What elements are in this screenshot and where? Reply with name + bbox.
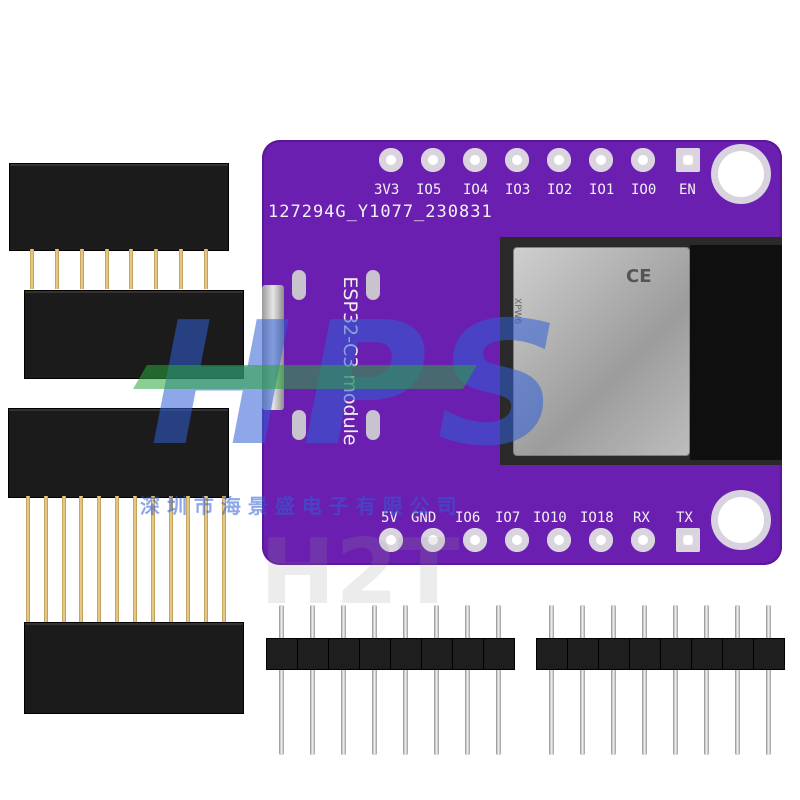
- label-rx: RX: [633, 510, 650, 526]
- pad-rx: [631, 528, 655, 552]
- label-5v: 5V: [381, 510, 398, 526]
- label-io7: IO7: [495, 510, 521, 526]
- pad-3v3: [379, 148, 403, 172]
- label-io10: IO10: [533, 510, 567, 526]
- pad-io0: [631, 148, 655, 172]
- label-tx: TX: [676, 510, 693, 526]
- female-header-1-pins: [30, 249, 208, 289]
- mounting-hole-top-right: [718, 151, 764, 197]
- label-io6: IO6: [455, 510, 481, 526]
- serial-number: 127294G_Y1077_230831: [268, 202, 493, 222]
- pad-io3: [505, 148, 529, 172]
- pad-io18: [589, 528, 613, 552]
- usb-pad-2: [366, 270, 380, 300]
- label-en: EN: [679, 182, 696, 198]
- usb-pad-1: [292, 270, 306, 300]
- pad-io10: [547, 528, 571, 552]
- label-gnd: GND: [411, 510, 437, 526]
- pad-io2: [547, 148, 571, 172]
- pad-io1: [589, 148, 613, 172]
- female-header-1: [9, 163, 229, 251]
- label-3v3: 3V3: [374, 182, 400, 198]
- watermark-green-swoosh: [133, 365, 477, 389]
- usb-pad-3: [292, 410, 306, 440]
- pad-gnd: [421, 528, 445, 552]
- male-header-left: [266, 605, 515, 765]
- watermark-chinese: 深 圳 市 海 景 盛 电 子 有 限 公 司: [140, 494, 457, 518]
- rf-shield: CE XPW6: [512, 247, 690, 456]
- female-header-4: [24, 622, 244, 714]
- pad-io4: [463, 148, 487, 172]
- watermark-gray-text: H2T: [260, 520, 460, 625]
- label-io18: IO18: [580, 510, 614, 526]
- label-io0: IO0: [631, 182, 657, 198]
- male-header-right: [536, 605, 785, 765]
- label-io1: IO1: [589, 182, 615, 198]
- label-io3: IO3: [505, 182, 531, 198]
- pad-tx: [676, 528, 700, 552]
- pcb-antenna: [690, 245, 782, 460]
- pad-en: [676, 148, 700, 172]
- label-io2: IO2: [547, 182, 573, 198]
- label-io5: IO5: [416, 182, 442, 198]
- ce-mark: CE: [626, 266, 652, 287]
- pad-io5: [421, 148, 445, 172]
- pad-io6: [463, 528, 487, 552]
- mounting-hole-bottom-right: [718, 497, 764, 543]
- female-header-3-pins: [26, 496, 226, 624]
- usb-pad-4: [366, 410, 380, 440]
- label-io4: IO4: [463, 182, 489, 198]
- pad-io7: [505, 528, 529, 552]
- female-header-2: [24, 290, 244, 379]
- pad-5v: [379, 528, 403, 552]
- female-header-3: [8, 408, 229, 498]
